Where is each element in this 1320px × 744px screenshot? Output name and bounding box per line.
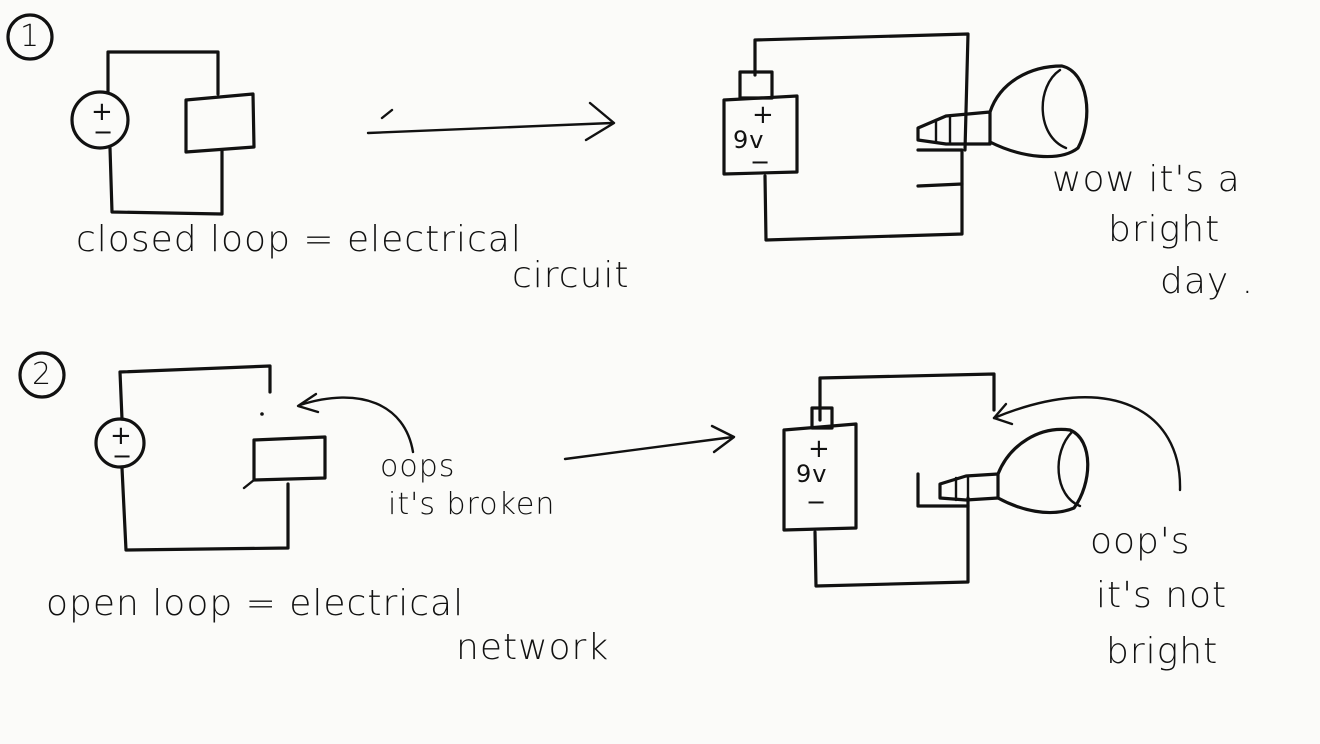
battery-2-plus: +	[808, 434, 831, 464]
wire-bottom-2	[120, 466, 290, 552]
wire-top-1	[106, 50, 220, 96]
battery-9v-2	[782, 422, 858, 532]
caption-1-line1: wow it's a	[1052, 159, 1241, 200]
wire-top-real-2	[818, 372, 996, 422]
caption-1-line2: bright	[1108, 209, 1221, 250]
break-pointer-arrow	[298, 396, 415, 454]
battery-2-minus: −	[806, 488, 828, 516]
closed-loop-schematic	[6, 13, 256, 216]
wire-top-2	[118, 364, 272, 421]
source-symbol-1	[70, 90, 130, 150]
closed-loop-label: closed loop = electrical	[76, 219, 522, 260]
source-1-plus: +	[91, 97, 114, 127]
load-box-1	[184, 92, 256, 154]
open-loop-label: open loop = electrical	[46, 583, 465, 624]
no-light-pointer-arrow	[992, 396, 1182, 492]
source-symbol-2	[94, 417, 146, 469]
bulb-1	[988, 64, 1089, 159]
bulb-2	[996, 427, 1090, 515]
section-1-number: 1	[19, 19, 41, 54]
wire-bottom-real-1	[763, 174, 964, 242]
break-gap-dot	[260, 412, 264, 416]
open-loop-realistic	[782, 372, 1182, 588]
load-box-2	[252, 435, 327, 482]
battery-9v-1	[722, 94, 799, 176]
caption-1-line3: day .	[1160, 261, 1255, 302]
bulb-socket-1	[916, 110, 992, 146]
break-note-line1: oops	[380, 449, 456, 484]
open-loop-label-line2: network	[456, 627, 610, 668]
wire-bottom-real-2	[813, 472, 970, 588]
wire-top-real-1	[753, 32, 970, 152]
arrow-2	[563, 424, 736, 461]
open-loop-schematic	[18, 351, 415, 552]
caption-2-line3: bright	[1106, 631, 1219, 672]
source-2-plus: +	[110, 421, 133, 451]
caption-2-line1: oop's	[1090, 521, 1191, 562]
section-1-number-circle	[6, 13, 54, 61]
battery-1-minus: −	[750, 148, 772, 176]
caption-2-line2: it's not	[1096, 575, 1228, 616]
wire-bottom-1	[108, 146, 224, 216]
section-2-number: 2	[31, 357, 53, 392]
closed-loop-label-line2: circuit	[512, 255, 630, 296]
battery-1-voltage: 9v	[733, 126, 765, 154]
break-note-line2: it's broken	[388, 487, 556, 522]
arrow-1	[366, 101, 616, 142]
source-2-minus: −	[112, 442, 134, 470]
source-1-minus: −	[93, 118, 115, 146]
section-2-number-circle	[18, 351, 66, 399]
battery-2-voltage: 9v	[796, 460, 828, 488]
battery-1-plus: +	[752, 100, 775, 130]
closed-loop-realistic	[722, 32, 1089, 242]
